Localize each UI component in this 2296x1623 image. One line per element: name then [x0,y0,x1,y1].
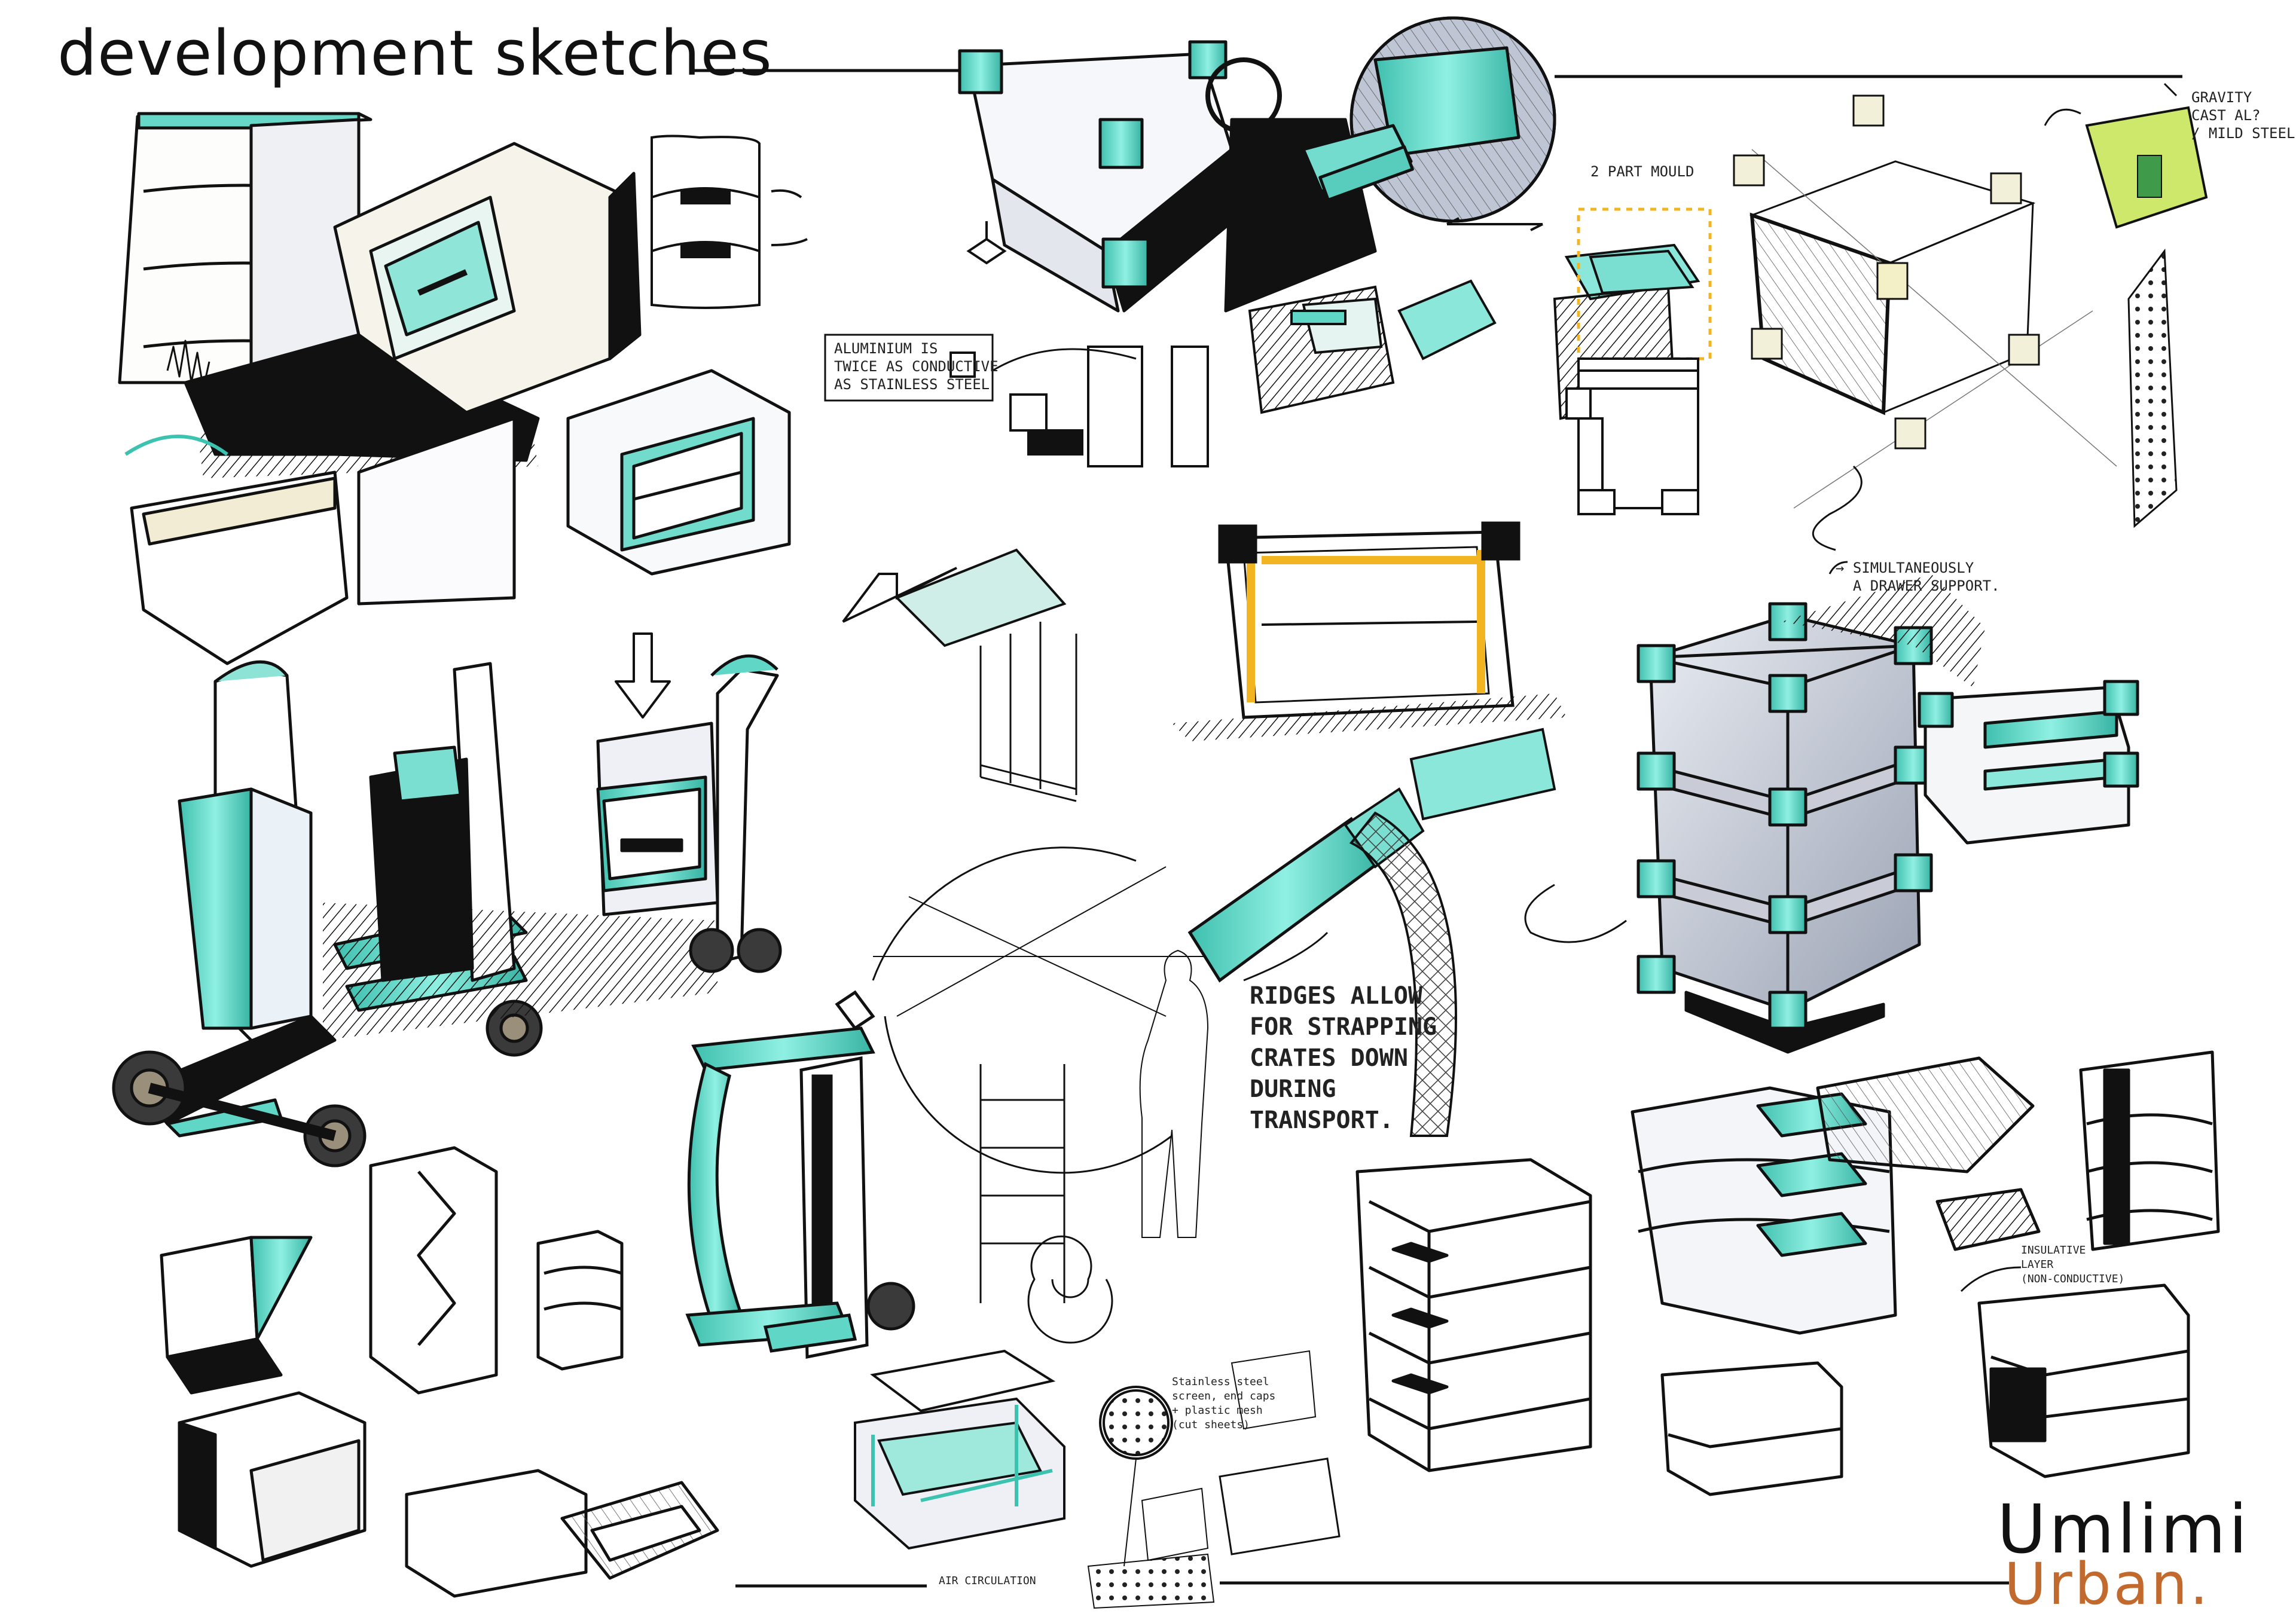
drawer-units-right [1355,1050,2220,1496]
frame-and-arc-sketch [842,548,1556,1344]
annotation-ridges: RIDGES ALLOW FOR STRAPPING CRATES DOWN D… [1250,982,1437,1134]
annotation-drawer-support: → SIMULTANEOUSLY A DRAWER SUPPORT. [1836,560,2000,594]
box-studies-left [160,1146,719,1598]
leader-lines [992,348,2022,1292]
profile-elevation-sketch [651,135,808,309]
mesh-crate-sketch [854,1349,1341,1609]
annotation-aluminium: ALUMINIUM IS TWICE AS CONDUCTIVE AS STAI… [834,340,999,393]
annotation-gravity-cast: GRAVITY CAST AL? / MILD STEEL [2191,89,2295,142]
annotation-stainless-screen: Stainless steel screen, end caps + plast… [1172,1376,1276,1431]
crate-stack-sketch [118,112,791,665]
wireframe-cube-sketch [1733,82,2208,551]
trolley-sketches [112,632,782,1167]
stacked-teal-crates [1636,574,2139,1054]
arc-trolley-sketch [685,990,915,1359]
annotation-air-circulation: AIR CIRCULATION [939,1575,1036,1587]
joint-studies [949,207,1712,515]
umlimi-urban-logo: Umlimi Urban. [1997,1491,2248,1618]
logo-line-2: Urban. [2004,1551,2210,1618]
page-title: development sketches [57,17,773,90]
annotation-part-mould: 2 PART MOULD [1590,163,1694,180]
header-rules [694,69,2182,1588]
logo-line-1: Umlimi [1997,1491,2251,1569]
annotation-insulative-layer: INSULATIVE LAYER (NON-CONDUCTIVE) [2021,1244,2125,1285]
section-crate-sketch [1172,521,1567,741]
corner-bracket-crate [958,16,1556,313]
